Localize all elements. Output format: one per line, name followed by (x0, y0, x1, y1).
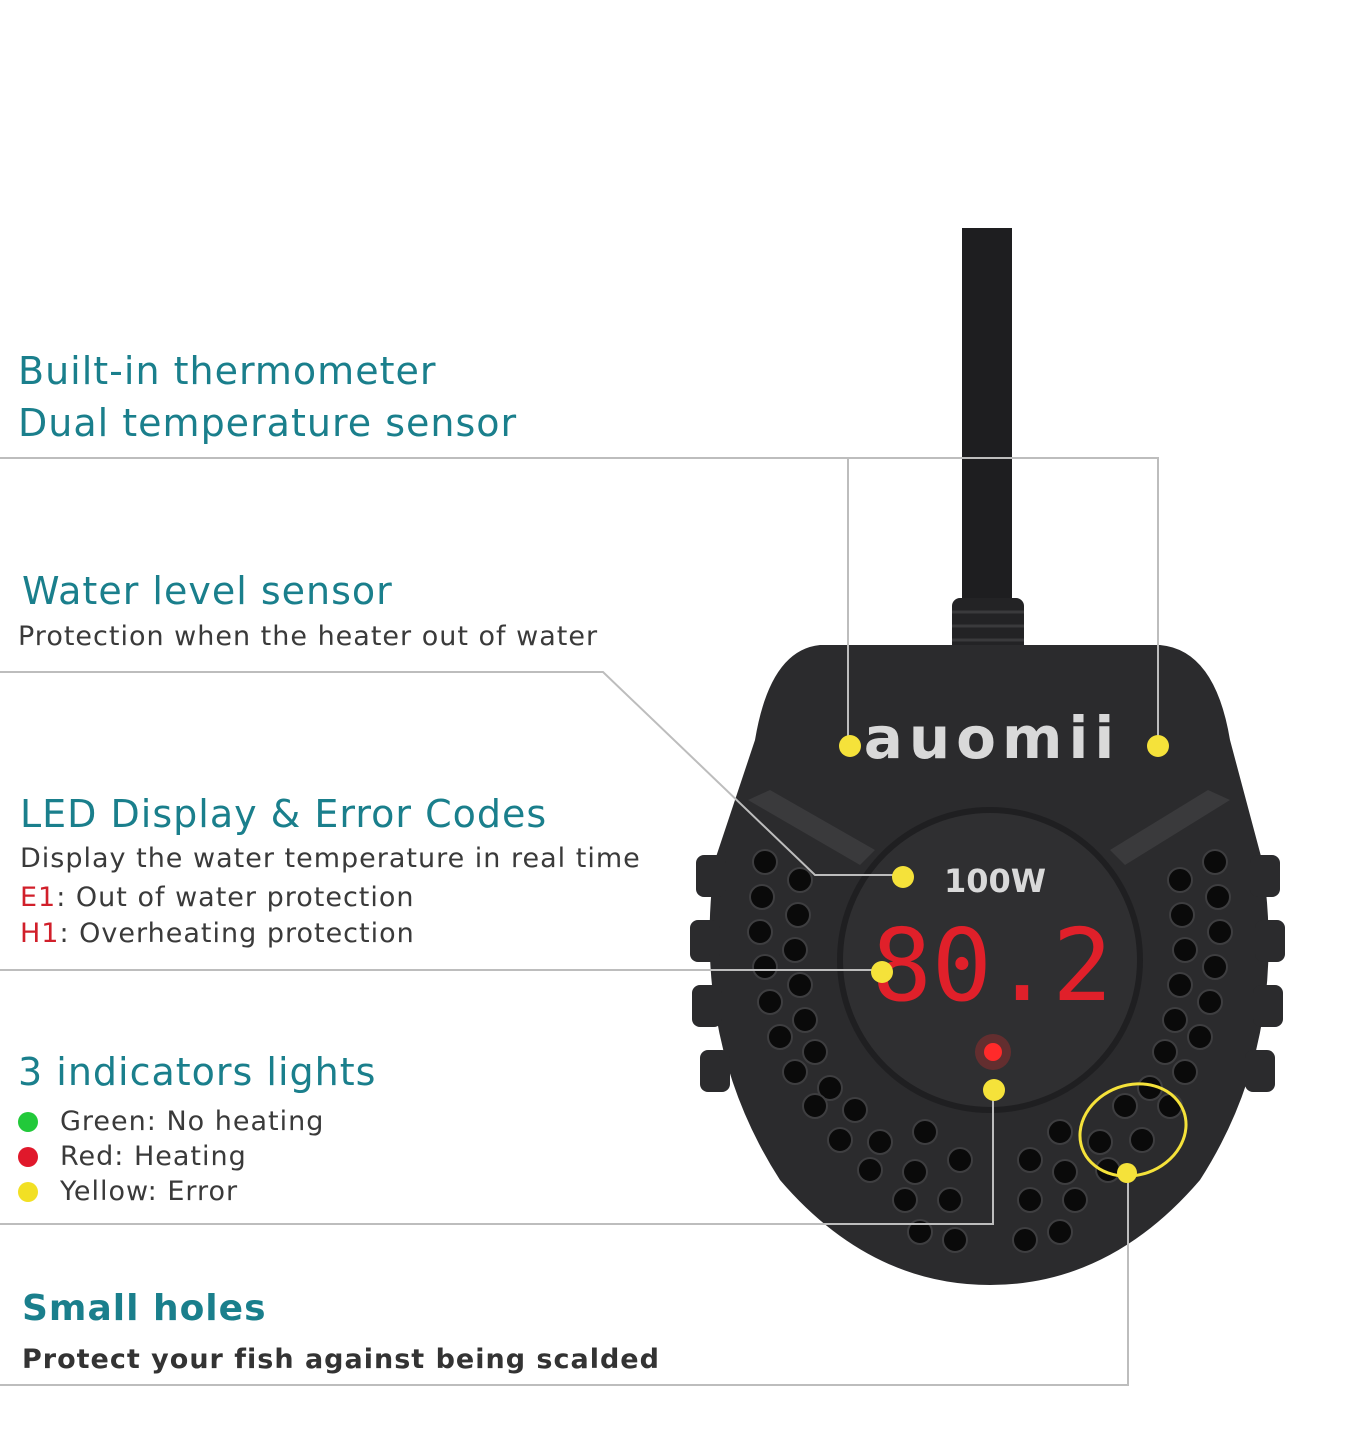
heating-indicator-light (984, 1043, 1002, 1061)
power-cable (962, 228, 1012, 608)
error-text: : Overheating protection (59, 918, 415, 949)
vent-hole (1202, 849, 1228, 875)
vent-hole (892, 1187, 918, 1213)
thermometer-marker-left (839, 735, 861, 757)
vent-hole (1172, 1059, 1198, 1085)
display-marker (871, 961, 893, 983)
vent-hole (947, 1147, 973, 1173)
led-display-title: LED Display & Error Codes (20, 792, 548, 836)
vent-hole (867, 1129, 893, 1155)
vent-hole (1062, 1187, 1088, 1213)
vent-hole (1202, 954, 1228, 980)
error-code: E1 (20, 882, 57, 913)
vent-hole (1169, 902, 1195, 928)
indicator-label: Yellow: Error (60, 1176, 239, 1207)
error-code: H1 (20, 918, 60, 949)
vent-hole (937, 1187, 963, 1213)
vent-hole (787, 867, 813, 893)
vent-hole (802, 1039, 828, 1065)
holes-marker (1117, 1163, 1137, 1183)
side-ribs (690, 855, 1285, 1092)
vent-hole (857, 1157, 883, 1183)
temperature-readout: 80.2 (872, 907, 1113, 1024)
indicator-yellow: Yellow: Error (18, 1176, 238, 1207)
error-code-h1: H1: Overheating protection (20, 916, 415, 951)
indicator-label: Red: Heating (60, 1141, 247, 1172)
vent-hole (1047, 1219, 1073, 1245)
vent-hole (787, 972, 813, 998)
vent-hole (782, 1059, 808, 1085)
error-text: : Out of water protection (56, 882, 415, 913)
vent-hole (942, 1227, 968, 1253)
holes-highlight-ring (1078, 1082, 1188, 1178)
vent-hole (902, 1159, 928, 1185)
vent-hole (1129, 1127, 1155, 1153)
vent-hole (1162, 1007, 1188, 1033)
indicator-label: Green: No heating (60, 1106, 325, 1137)
vent-hole (1017, 1187, 1043, 1213)
vent-hole (817, 1075, 843, 1101)
led-display-desc: Display the water temperature in real ti… (20, 843, 641, 874)
water-level-marker (892, 866, 914, 888)
vent-hole (1167, 867, 1193, 893)
vent-hole (1087, 1129, 1113, 1155)
vent-hole (782, 937, 808, 963)
callout-markers (839, 735, 1169, 1183)
vent-hole (785, 902, 811, 928)
vent-hole (1172, 937, 1198, 963)
vent-hole (1207, 919, 1233, 945)
vent-hole (767, 1024, 793, 1050)
display-panel (837, 807, 1143, 1113)
vent-hole (1157, 1093, 1183, 1119)
red-dot-icon (18, 1146, 38, 1167)
yellow-dot-icon (18, 1181, 38, 1202)
thermometer-marker-right (1147, 735, 1169, 757)
callout-lines (0, 457, 1159, 1386)
thermometer-title-line2: Dual temperature sensor (18, 401, 518, 445)
vent-holes (747, 849, 1233, 1253)
indicators-title: 3 indicators lights (18, 1050, 377, 1094)
vent-hole (802, 1093, 828, 1119)
vent-hole (907, 1219, 933, 1245)
vent-hole (1052, 1159, 1078, 1185)
holes-desc: Protect your fish against being scalded (22, 1344, 660, 1375)
indicator-red: Red: Heating (18, 1141, 247, 1172)
vent-hole (842, 1097, 868, 1123)
thermometer-title-line1: Built-in thermometer (18, 349, 437, 393)
indicator-marker (983, 1079, 1005, 1101)
vent-hole (792, 1007, 818, 1033)
vent-hole (749, 884, 775, 910)
vent-hole (1187, 1024, 1213, 1050)
vent-hole (1017, 1147, 1043, 1173)
vent-hole (757, 989, 783, 1015)
vent-hole (1012, 1227, 1038, 1253)
vent-hole (752, 849, 778, 875)
vent-hole (912, 1119, 938, 1145)
wattage-label: 100W (944, 862, 1046, 900)
water-level-title: Water level sensor (22, 569, 393, 613)
vent-hole (1205, 884, 1231, 910)
vent-hole (1112, 1093, 1138, 1119)
vent-hole (752, 954, 778, 980)
vent-hole (1047, 1119, 1073, 1145)
vent-hole (827, 1127, 853, 1153)
vent-hole (747, 919, 773, 945)
vent-hole (1167, 972, 1193, 998)
holes-title: Small holes (22, 1288, 267, 1329)
brand-logo: auomii (864, 704, 1120, 772)
water-level-desc: Protection when the heater out of water (18, 621, 599, 652)
green-dot-icon (18, 1111, 38, 1132)
indicator-green: Green: No heating (18, 1106, 324, 1137)
error-code-e1: E1: Out of water protection (20, 880, 415, 915)
vent-hole (1197, 989, 1223, 1015)
vent-hole (1152, 1039, 1178, 1065)
